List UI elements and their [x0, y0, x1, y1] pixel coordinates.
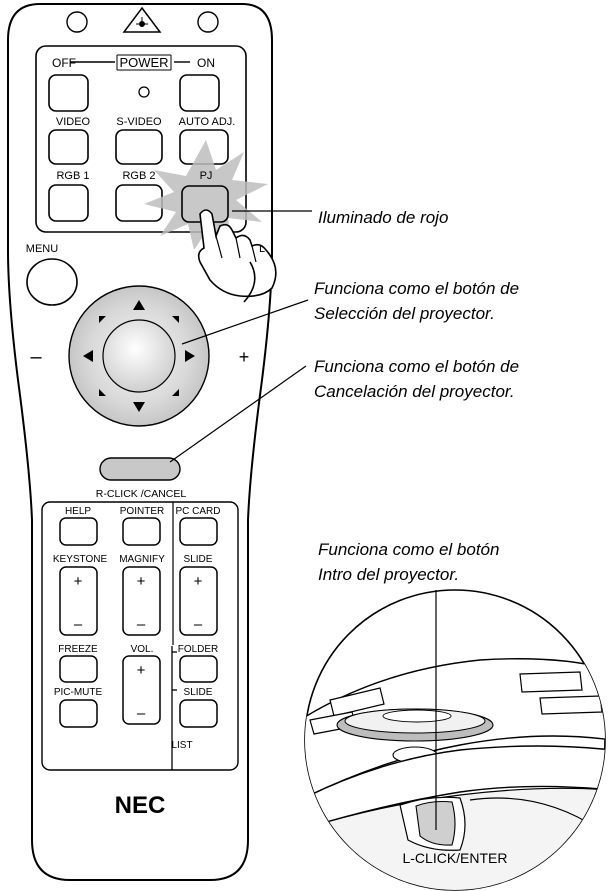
- l-label: L: [259, 243, 265, 255]
- pc-card-button[interactable]: [179, 517, 218, 546]
- magnify-label: MAGNIFY: [119, 554, 165, 565]
- help-label: HELP: [65, 506, 91, 517]
- pj-label: PJ: [200, 170, 213, 182]
- off-label: OFF: [52, 56, 76, 70]
- freeze-label: FREEZE: [58, 644, 98, 655]
- vol-minus: –: [137, 705, 146, 722]
- rgb1-button[interactable]: [48, 184, 89, 222]
- keystone-rocker[interactable]: [59, 566, 98, 636]
- slide-minus: –: [194, 616, 203, 633]
- power-indicator-icon: [138, 86, 150, 98]
- auto-adj-label: AUTO ADJ.: [179, 116, 236, 128]
- pointer-button[interactable]: [122, 517, 161, 546]
- callout-select-line1: Funciona como el botón de: [314, 279, 520, 298]
- slide-rocker[interactable]: [179, 566, 218, 636]
- keystone-label: KEYSTONE: [53, 554, 108, 565]
- callout-cancel-line2: Cancelación del proyector.: [314, 382, 515, 401]
- freeze-button[interactable]: [59, 655, 98, 683]
- power-on-button[interactable]: [179, 74, 220, 112]
- magnify-plus: +: [137, 573, 146, 590]
- pointer-label: POINTER: [120, 506, 164, 517]
- arrow-left-icon: [83, 350, 93, 362]
- arrow-down-icon: [133, 402, 145, 412]
- slide-plus: +: [194, 573, 203, 590]
- help-button[interactable]: [59, 517, 98, 546]
- pc-card-label: PC CARD: [175, 506, 220, 517]
- vol-label: VOL.: [131, 644, 154, 655]
- rgb1-label: RGB 1: [56, 170, 89, 182]
- arrow-right-icon: [185, 350, 195, 362]
- l-click-button-edge[interactable]: [243, 261, 256, 303]
- keystone-plus: +: [74, 573, 83, 590]
- plus-label: +: [239, 347, 250, 367]
- laser-warning-icon: [122, 6, 162, 33]
- callout-illuminated-red: Iluminado de rojo: [318, 208, 449, 227]
- nec-logo: NEC: [115, 792, 166, 819]
- pointing-hand-icon: [197, 209, 277, 298]
- folder-button[interactable]: [179, 655, 218, 683]
- r-click-cancel-label: R-CLICK /CANCEL: [96, 488, 187, 500]
- magnify-minus: –: [137, 616, 146, 633]
- menu-button[interactable]: [26, 258, 78, 306]
- enter-button-inset: L-CLICK/ENTER: [304, 589, 606, 891]
- on-label: ON: [197, 56, 215, 70]
- callout-enter-line1: Funciona como el botón: [318, 540, 500, 559]
- top-left-indicator-icon: [66, 11, 88, 33]
- r-click-cancel-button[interactable]: [99, 457, 181, 481]
- rgb2-label: RGB 2: [122, 170, 155, 182]
- arrow-down-right-icon: [172, 389, 179, 396]
- arrow-down-left-icon: [99, 389, 106, 396]
- arrow-up-right-icon: [172, 316, 179, 323]
- video-button[interactable]: [48, 129, 89, 165]
- magnify-rocker[interactable]: [122, 566, 161, 636]
- slide-list-button[interactable]: [179, 699, 218, 728]
- s-video-button[interactable]: [115, 129, 163, 165]
- slide-label: SLIDE: [184, 554, 213, 565]
- top-right-indicator-icon: [197, 11, 219, 33]
- l-click-enter-label: L-CLICK/ENTER: [402, 850, 507, 866]
- arrow-up-left-icon: [99, 316, 106, 323]
- callout-line-select: [181, 299, 309, 345]
- s-video-label: S-VIDEO: [116, 116, 162, 128]
- list-label: LIST: [171, 740, 192, 751]
- callout-cancel-line1: Funciona como el botón de: [314, 357, 520, 376]
- video-label: VIDEO: [56, 116, 91, 128]
- power-title: POWER: [119, 55, 168, 70]
- pic-mute-label: PIC-MUTE: [54, 687, 103, 698]
- slide2-label: SLIDE: [184, 687, 213, 698]
- pic-mute-button[interactable]: [59, 699, 98, 728]
- keystone-minus: –: [74, 616, 83, 633]
- arrow-up-icon: [133, 300, 145, 310]
- folder-label: FOLDER: [178, 644, 219, 655]
- select-center-button[interactable]: [102, 319, 176, 393]
- callout-select-line2: Selección del proyector.: [314, 304, 495, 323]
- callout-enter-line2: Intro del proyector.: [318, 565, 460, 584]
- callout-line-cancel: [169, 365, 307, 463]
- minus-label: –: [30, 346, 42, 368]
- vol-plus: +: [137, 662, 146, 679]
- menu-label: MENU: [26, 243, 58, 255]
- volume-rocker[interactable]: [122, 655, 161, 725]
- power-off-button[interactable]: [48, 74, 89, 112]
